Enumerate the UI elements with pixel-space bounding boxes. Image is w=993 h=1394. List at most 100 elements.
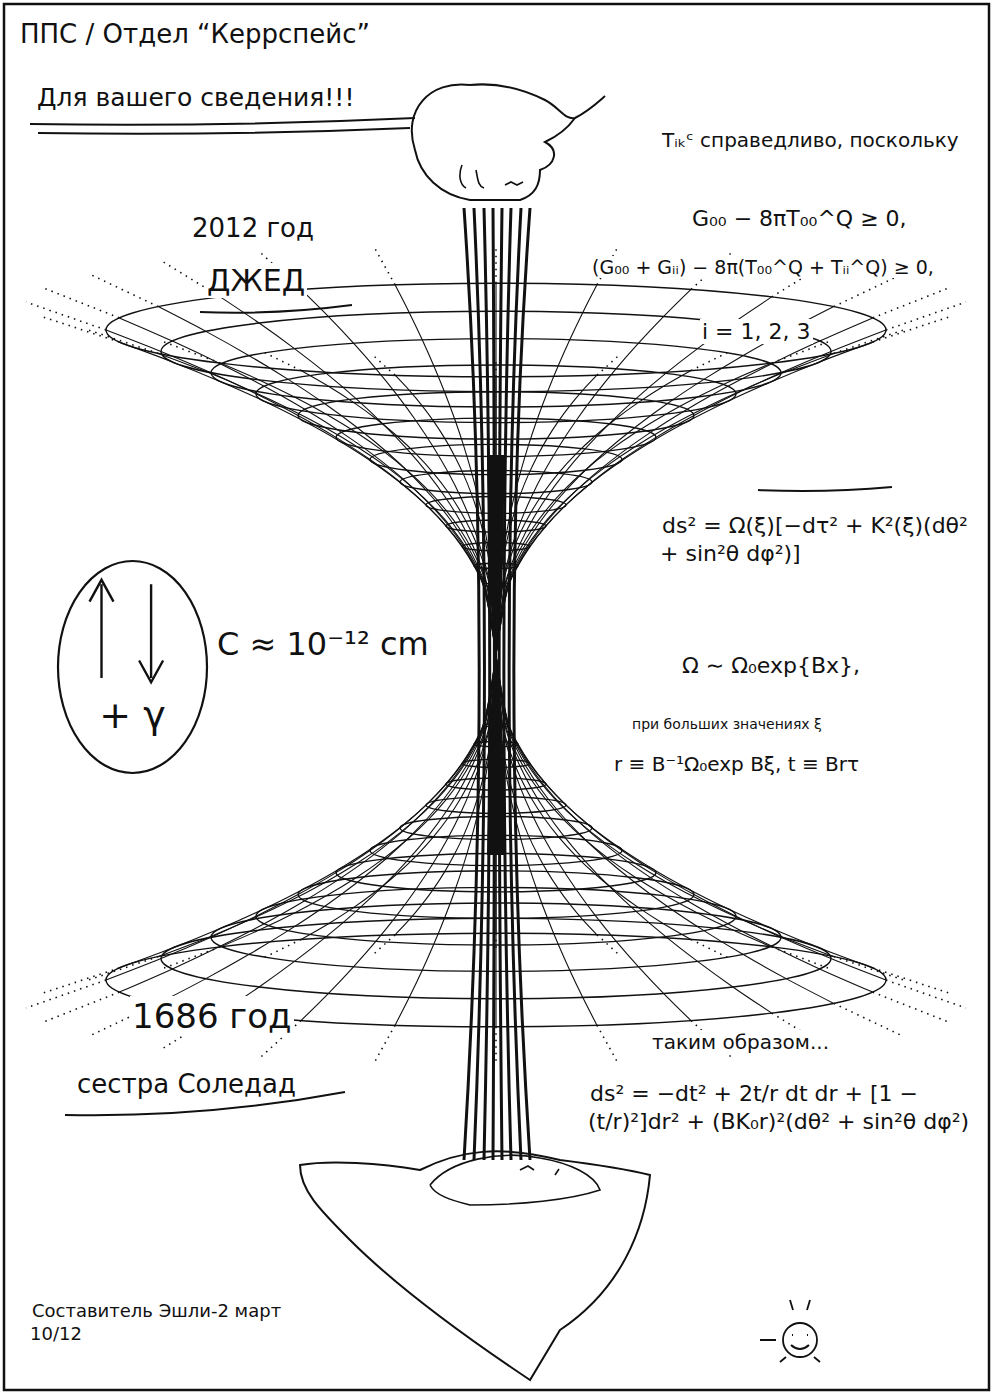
text: ds² = −dt² + 2t/r dt dr + [1 − (t/r)²]dr… xyxy=(588,1081,971,1134)
funnel-meridian xyxy=(301,655,496,1021)
note-text: (G₀₀ + Gᵢᵢ) − 8π(T₀₀^Q + Tᵢᵢ^Q) ≥ 0, xyxy=(590,256,985,280)
text: i = 1, 2, 3 xyxy=(700,319,813,344)
dotted-extension xyxy=(495,1027,497,1065)
note-text: ДЖЕД xyxy=(205,262,365,300)
text: при больших значениях ξ xyxy=(630,716,824,732)
funnel-meridian xyxy=(496,297,772,655)
dotted-extension xyxy=(886,980,966,1008)
dotted-extension xyxy=(374,935,395,954)
note-text: ds² = Ω(ξ)[−dτ² + K²(ξ)(dθ² + sin²θ dφ²)… xyxy=(660,512,980,567)
dotted-extension xyxy=(772,947,829,968)
funnel-meridian xyxy=(395,285,496,655)
funnel-meridian xyxy=(119,318,496,655)
note-text: r ≡ B⁻¹Ω₀exp Bξ, t ≡ Brτ xyxy=(612,752,984,777)
dotted-extension xyxy=(597,1025,618,1062)
funnel-meridian xyxy=(496,330,886,655)
funnel-meridian xyxy=(496,655,772,1013)
funnel-meridian xyxy=(158,353,496,655)
beam-line xyxy=(464,208,479,1160)
ellipse-node: + γ xyxy=(55,558,210,776)
dotted-extension xyxy=(691,351,731,371)
beam-line xyxy=(474,208,484,1160)
text: Tᵢₖᶜ справедливо, поскольку xyxy=(660,128,961,152)
funnel-meridian xyxy=(301,371,496,655)
beam-core xyxy=(487,455,505,651)
dotted-extension xyxy=(89,274,158,307)
dotted-extension xyxy=(834,274,903,307)
note-text: ds² = −dt² + 2t/r dt dr + [1 − (t/r)²]dr… xyxy=(588,1080,983,1135)
note-text: 1686 год xyxy=(130,995,370,1038)
funnel-meridian xyxy=(220,297,496,655)
text: C ≈ 10⁻¹² cm xyxy=(215,625,431,663)
text: 1686 год xyxy=(130,996,294,1036)
underline xyxy=(758,487,892,491)
funnel-meridian xyxy=(496,655,886,980)
note-text: сестра Соледад xyxy=(75,1068,375,1101)
dotted-extension xyxy=(42,968,119,994)
sleeper-face xyxy=(430,1155,600,1205)
dotted-extension xyxy=(834,330,903,353)
text: ППС / Отдел “Керрспейс” xyxy=(18,19,372,49)
funnel-meridian xyxy=(158,307,496,655)
funnel-meridian xyxy=(158,655,496,1003)
light-beam xyxy=(464,208,530,1160)
underline xyxy=(38,128,410,134)
smiling-sun xyxy=(760,1300,820,1362)
funnel-meridian xyxy=(496,655,834,1003)
face-detail xyxy=(460,165,523,188)
note-text: Tᵢₖᶜ справедливо, поскольку xyxy=(660,128,980,153)
page-title: ППС / Отдел “Керрспейс” xyxy=(18,18,518,51)
dotted-extension xyxy=(89,957,158,980)
dotted-extension xyxy=(873,992,950,1022)
dotted-extension xyxy=(164,947,221,968)
funnel-meridian xyxy=(119,655,496,968)
dotted-extension xyxy=(26,302,106,330)
dotted-extension xyxy=(691,939,731,959)
funnel-meridian xyxy=(496,655,873,968)
dotted-extension xyxy=(495,246,497,284)
beam-line xyxy=(514,208,530,1160)
funnel-meridian xyxy=(496,655,834,957)
spin-arrows xyxy=(90,580,164,682)
note-text: Для вашего сведения!!! xyxy=(35,82,455,113)
text: Для вашего сведения!!! xyxy=(35,83,356,112)
funnel-meridian xyxy=(220,655,496,947)
funnel-meridian xyxy=(119,342,496,655)
beam-line xyxy=(499,208,502,1160)
funnel-meridian xyxy=(496,318,873,655)
upper-head-sketch xyxy=(412,84,605,200)
text: ds² = Ω(ξ)[−dτ² + K²(ξ)(dθ² + sin²θ dφ²)… xyxy=(660,513,968,566)
upper-funnel xyxy=(26,246,966,655)
text: (G₀₀ + Gᵢᵢ) − 8π(T₀₀^Q + Tᵢᵢ^Q) ≥ 0, xyxy=(590,256,936,278)
text: 2012 год xyxy=(190,213,316,243)
dotted-extension xyxy=(374,356,395,375)
dotted-extension xyxy=(89,330,158,353)
page-border xyxy=(4,4,989,1390)
funnel-meridian xyxy=(220,655,496,1013)
beam-line xyxy=(484,208,490,1160)
dotted-extension xyxy=(873,968,950,994)
note-text: таким образом... xyxy=(650,1030,980,1055)
text: Ω ∼ Ω₀exp{Bx}, xyxy=(680,653,862,678)
funnel-meridian xyxy=(496,307,834,655)
text: сестра Соледад xyxy=(75,1069,298,1099)
dotted-extension xyxy=(873,287,950,317)
funnel-meridian xyxy=(496,655,772,947)
dotted-extension xyxy=(834,957,903,980)
text: Составитель Эшли-2 март 10/12 xyxy=(30,1300,281,1344)
node-text: + γ xyxy=(55,693,210,737)
beam-core xyxy=(487,659,505,855)
funnel-meridian xyxy=(106,330,496,655)
text: ДЖЕД xyxy=(205,263,307,298)
text: G₀₀ − 8πT₀₀^Q ≥ 0, xyxy=(690,206,909,231)
note-text: Составитель Эшли-2 март 10/12 xyxy=(30,1300,290,1345)
note-text: при больших значениях ξ xyxy=(630,716,980,734)
dotted-extension xyxy=(42,287,119,317)
funnel-meridian xyxy=(119,655,496,992)
funnel-meridian xyxy=(496,289,691,655)
dotted-extension xyxy=(261,351,301,371)
dotted-extension xyxy=(597,356,618,375)
dotted-extension xyxy=(886,302,966,330)
funnel-meridian xyxy=(496,655,691,1021)
funnel-meridian xyxy=(158,655,496,957)
